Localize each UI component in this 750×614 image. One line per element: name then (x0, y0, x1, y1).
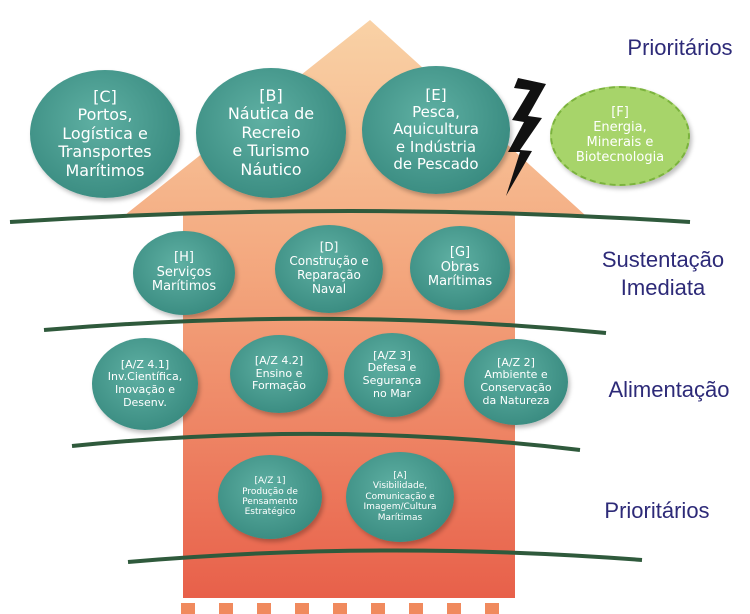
node-d-code: [D] (319, 240, 339, 255)
node-e-fishing-aquaculture: [E] Pesca, Aquicultura e Indústria de Pe… (362, 66, 510, 194)
node-f-energy-minerals: [F] Energia, Minerais e Biotecnologia (550, 86, 690, 186)
node-b-nautical-recreation: [B] Náutica de Recreio e Turismo Náutico (196, 68, 346, 198)
node-az41-research: [A/Z 4.1] Inv.Científica, Inovação e Des… (92, 338, 198, 430)
tier-label-third: Alimentação (608, 377, 730, 402)
lightning-bolt-icon (506, 78, 546, 196)
tier-label-second: Sustentação Imediata (601, 247, 725, 300)
tier-label-bottom: Prioritários (604, 498, 710, 523)
node-g-code: [G] (449, 244, 471, 260)
node-f-text: Energia, Minerais e Biotecnologia (575, 120, 665, 165)
node-az1-text: Produção de Pensamento Estratégico (242, 486, 298, 518)
tier-label-top: Prioritários (627, 35, 733, 60)
node-az42-education: [A/Z 4.2] Ensino e Formação (230, 335, 328, 413)
node-d-naval-construction: [D] Construção e Reparação Naval (275, 225, 383, 313)
node-a-code: [A] (393, 471, 407, 482)
node-f-code: [F] (611, 105, 629, 121)
node-h-text: Serviços Marítimos (151, 264, 217, 295)
band-line-4 (127, 548, 643, 564)
node-az2-text: Ambiente e Conservação da Natureza (480, 368, 552, 407)
node-a-text: Visibilidade, Comunicação e Imagem/Cultu… (363, 481, 437, 523)
node-az41-code: [A/Z 4.1] (120, 357, 170, 371)
node-b-code: [B] (259, 86, 283, 106)
band-line-3 (71, 431, 581, 452)
node-az42-code: [A/Z 4.2] (254, 354, 304, 368)
node-e-text: Pesca, Aquicultura e Indústria de Pescad… (393, 103, 479, 173)
node-c-text: Portos, Logística e Transportes Marítimo… (58, 105, 152, 180)
node-h-code: [H] (174, 249, 194, 265)
node-az42-text: Ensino e Formação (252, 366, 306, 393)
node-a-visibility: [A] Visibilidade, Comunicação e Imagem/C… (346, 452, 454, 542)
node-az3-defense: [A/Z 3] Defesa e Segurança no Mar (344, 333, 440, 417)
band-line-2 (43, 316, 607, 335)
node-az2-code: [A/Z 2] (497, 355, 535, 369)
node-az1-strategic-thought: [A/Z 1] Produção de Pensamento Estratégi… (218, 455, 322, 539)
node-d-text: Construção e Reparação Naval (289, 254, 369, 296)
node-g-text: Obras Marítimas (427, 259, 493, 290)
node-c-code: [C] (93, 87, 117, 107)
node-az3-code: [A/Z 3] (373, 348, 411, 362)
node-h-maritime-services: [H] Serviços Marítimos (133, 231, 235, 315)
node-az41-text: Inv.Científica, Inovação e Desenv. (107, 370, 183, 409)
node-g-maritime-works: [G] Obras Marítimas (410, 226, 510, 310)
node-az3-text: Defesa e Segurança no Mar (362, 361, 422, 400)
node-az1-code: [A/Z 1] (254, 476, 286, 487)
arrow-base-dashes (181, 603, 499, 614)
node-b-text: Náutica de Recreio e Turismo Náutico (227, 104, 315, 179)
band-line-1 (9, 209, 691, 224)
node-az2-environment: [A/Z 2] Ambiente e Conservação da Nature… (464, 339, 568, 425)
node-c-ports-logistics: [C] Portos, Logística e Transportes Marí… (30, 70, 180, 198)
node-e-code: [E] (425, 85, 447, 104)
